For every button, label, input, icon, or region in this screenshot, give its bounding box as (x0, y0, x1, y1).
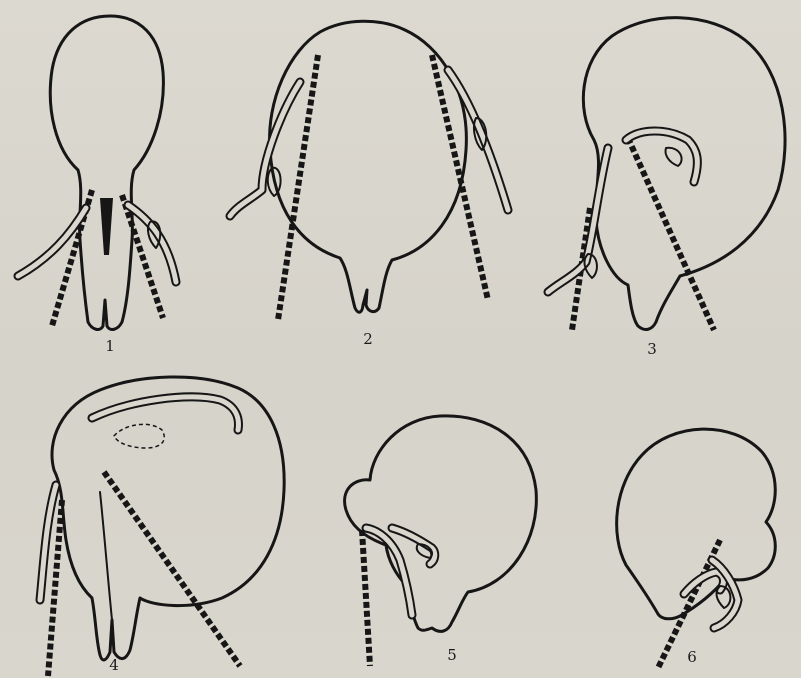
figure-1-cervical-canal (100, 198, 113, 255)
figure-3-outline (583, 18, 785, 330)
figure-5-label: 5 (447, 646, 457, 664)
figure-6-label: 6 (687, 648, 697, 666)
figure-6 (617, 429, 776, 668)
figure-3 (548, 18, 785, 330)
figure-4-outline (52, 377, 284, 660)
figure-1-label: 1 (105, 337, 115, 355)
figure-2 (230, 21, 508, 320)
figure-5-left-marker-tape (362, 530, 370, 666)
figure-1 (18, 16, 176, 329)
figure-4 (40, 377, 284, 676)
figure-4-top-tube (92, 397, 238, 430)
figure-4-hidden-ovary-dashed (114, 424, 164, 448)
figure-5-outline (345, 416, 537, 631)
figure-3-top-ovary (666, 148, 682, 166)
figure-4-main-marker-tape (104, 472, 240, 666)
figure-2-left-marker-tape (278, 55, 318, 320)
figure-4-label: 4 (109, 656, 119, 674)
figure-4-inner-canal (100, 492, 112, 620)
figure-2-label: 2 (363, 330, 373, 348)
figure-3-label: 3 (647, 340, 657, 358)
figure-5 (345, 416, 537, 666)
